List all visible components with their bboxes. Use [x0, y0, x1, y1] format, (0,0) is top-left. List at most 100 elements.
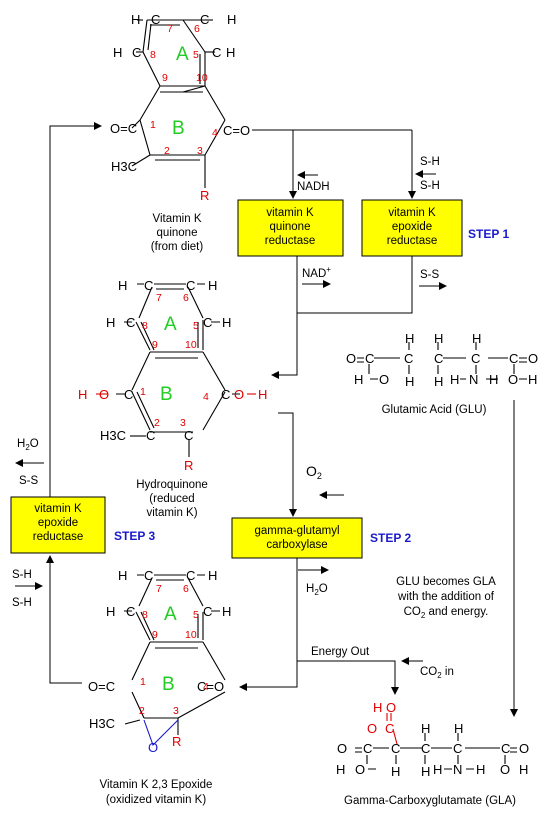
- glu-h-o1: H: [354, 372, 363, 387]
- glu-c1: C: [365, 351, 374, 366]
- glu-label: Glutamic Acid (GLU): [382, 404, 487, 416]
- epoxide-oxygen: O: [148, 740, 158, 755]
- epoxide-reductase-1-l2: epoxide: [392, 221, 432, 233]
- h2o-h-step2: H: [306, 583, 314, 595]
- gla-c1: C: [363, 741, 372, 756]
- ss-label-step3: S-S: [19, 475, 39, 487]
- gla-c5: C: [501, 741, 510, 756]
- num-2: 2: [164, 145, 170, 157]
- methyl-e: H3C: [89, 716, 115, 731]
- arrow-energy-to-gla: [297, 660, 399, 695]
- arrow-hydroquinone-to-carboxylase: [278, 412, 297, 517]
- atom-c-e3: C: [126, 604, 135, 619]
- gla-o3: O: [355, 762, 365, 777]
- num-7-e: 7: [156, 583, 162, 595]
- atom-o-hydroxyl-left: O: [99, 387, 109, 402]
- num-8-h: 8: [142, 320, 148, 332]
- glutamic-acid-structure: [357, 342, 527, 380]
- atom-h-e4: H: [222, 604, 231, 619]
- note-co2-rest: and energy.: [425, 606, 488, 618]
- nadh-label: NADH: [297, 181, 330, 193]
- ring-a-label-e: A: [164, 604, 177, 625]
- carbonyl-right-q: C=O: [223, 123, 250, 138]
- gla-h-bot2: H: [421, 764, 430, 779]
- num-5-e: 5: [193, 609, 199, 621]
- r-group-q: R: [200, 188, 209, 203]
- atom-c-e2: C: [186, 568, 195, 583]
- num-9-h: 9: [152, 339, 158, 351]
- quinone-label-3: (from diet): [151, 241, 204, 253]
- h2o-label-step3: H2O: [17, 438, 39, 452]
- h2o-sub-step3: 2: [25, 443, 30, 452]
- atom-h-q4: H: [226, 45, 235, 60]
- quinone-reductase-l1: vitamin K: [266, 207, 314, 219]
- atom-c-h4: C: [203, 315, 212, 330]
- hydroquinone-label-1: Hydroquinone: [136, 479, 208, 491]
- gla-h-o1: H: [336, 762, 345, 777]
- epoxide-reductase-1-l3: reductase: [387, 235, 438, 247]
- num-4: 4: [212, 127, 218, 139]
- epoxide-reductase-3-l2: epoxide: [38, 517, 78, 529]
- num-10-e: 10: [185, 629, 197, 641]
- glu-n: N: [469, 372, 478, 387]
- energy-out-label: Energy Out: [311, 646, 370, 658]
- atom-c-h2: C: [186, 278, 195, 293]
- gla-h-top2: H: [454, 721, 463, 736]
- quinone-reductase-l3: reductase: [265, 235, 316, 247]
- glu-o1: O: [346, 351, 356, 366]
- step-2-label: STEP 2: [370, 531, 411, 545]
- sh-label-step3-1: S-H: [12, 569, 32, 581]
- sh-label-top-1: S-H: [420, 156, 440, 168]
- arrow-to-hydroquinone: [271, 256, 298, 379]
- step-3-label: STEP 3: [114, 529, 155, 543]
- h2o-o-step3: O: [30, 438, 39, 450]
- h2o-sub-step2: 2: [314, 588, 319, 597]
- glu-h-n2: H: [489, 372, 498, 387]
- atom-o-hydroxyl-right: O: [234, 387, 244, 402]
- sh-label-step3-2: S-H: [12, 597, 32, 609]
- glu-h-n: H: [450, 372, 459, 387]
- ring-b-label: B: [172, 118, 185, 139]
- gla-o2: O: [519, 741, 529, 756]
- atom-c-h1: C: [144, 278, 153, 293]
- atom-c-h5: C: [146, 428, 155, 443]
- sh-label-top-2: S-H: [420, 180, 440, 192]
- atom-h-q1: H: [131, 12, 140, 27]
- o2-label: O2: [306, 463, 322, 481]
- glu-c4: C: [471, 351, 480, 366]
- quinone-reductase-l2: quinone: [270, 221, 311, 233]
- num-8-e: 8: [142, 609, 148, 621]
- num-1-e: 1: [140, 676, 146, 688]
- epoxide-label-2: (oxidized vitamin K): [106, 794, 207, 806]
- carbonyl-left-q: O=C: [110, 121, 137, 136]
- epoxide-reductase-3-l1: vitamin K: [34, 503, 82, 515]
- glu-c2: C: [404, 351, 413, 366]
- atom-c-e1: C: [144, 568, 153, 583]
- atom-h-h2: H: [208, 278, 217, 293]
- ring-a-label: A: [176, 44, 189, 65]
- hydroquinone-label-2: (reduced: [149, 493, 194, 505]
- carbonyl-right-e: C=O: [197, 679, 224, 694]
- quinone-reductase-box: [237, 199, 344, 257]
- gla-h-n: H: [433, 762, 442, 777]
- methyl-q: H3C: [111, 159, 137, 174]
- gla-h-o-top: H: [373, 700, 382, 715]
- epoxide-reductase-3-l3: reductase: [33, 531, 84, 543]
- glu-c5: C: [509, 351, 518, 366]
- atom-h-h3: H: [106, 315, 115, 330]
- o2-text: O: [306, 463, 317, 479]
- carboxylase-box: [231, 517, 363, 559]
- num-4-e: 4: [203, 681, 209, 693]
- num-8: 8: [150, 49, 156, 61]
- atom-c-q4: C: [212, 45, 221, 60]
- gla-structure: [355, 713, 517, 770]
- vitamin-k-epoxide-structure: [124, 574, 226, 747]
- atom-h-q3: H: [113, 45, 122, 60]
- num-3-e: 3: [173, 705, 179, 717]
- note-line-3: CO2 and energy.: [404, 606, 489, 620]
- quinone-label-2: quinone: [157, 227, 198, 239]
- ss-label-top: S-S: [420, 269, 440, 281]
- num-6-h: 6: [183, 292, 189, 304]
- gla-h-bot1: H: [391, 764, 400, 779]
- carboxylase-l2: carboxylase: [266, 539, 327, 551]
